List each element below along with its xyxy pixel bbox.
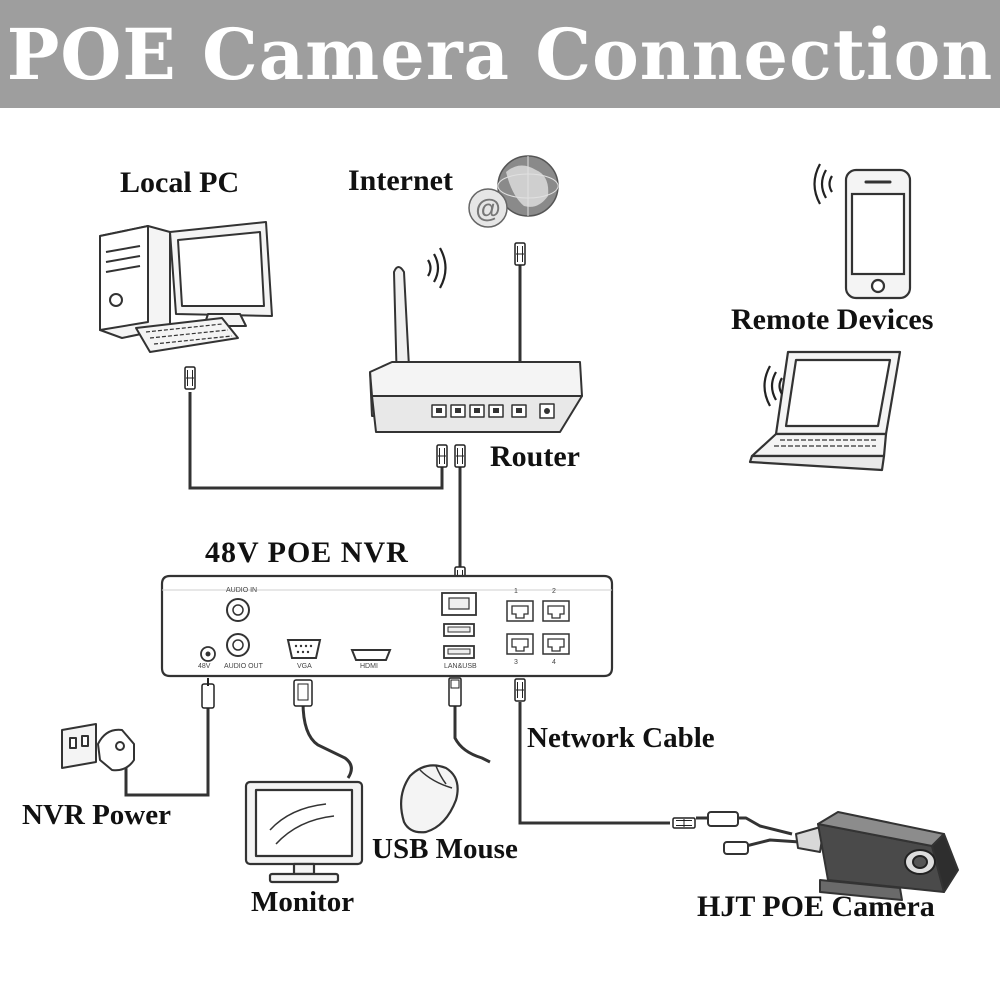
router-label: Router <box>490 440 580 473</box>
globe-icon: @ <box>468 155 559 228</box>
power-port <box>200 646 216 662</box>
hdmi-label: HDMI <box>360 663 378 670</box>
bullet-camera-icon <box>696 811 959 901</box>
router-icon <box>369 266 583 433</box>
audio-out-label: AUDIO OUT <box>224 663 263 670</box>
internet-label: Internet <box>348 164 453 197</box>
poe-port-2 <box>542 600 570 622</box>
cable-pc-router <box>188 392 444 490</box>
title-banner: POE Camera Connection <box>0 0 1000 108</box>
hdmi-port <box>350 649 392 661</box>
usb-port <box>443 623 475 659</box>
svg-text:@: @ <box>475 193 500 223</box>
laptop-icon <box>748 350 902 472</box>
lan-usb-label: LAN&USB <box>444 663 477 670</box>
cable-network-camera <box>518 702 670 825</box>
camera-label: HJT POE Camera <box>697 890 935 923</box>
network-cable-label: Network Cable <box>527 722 715 754</box>
audio-out-port <box>226 633 250 657</box>
monitor-label: Monitor <box>251 886 355 918</box>
usb-plug-icon <box>448 677 462 707</box>
cables <box>124 260 670 825</box>
vga-label: VGA <box>297 663 312 670</box>
poe-port-3 <box>506 633 534 655</box>
local-pc-label: Local PC <box>120 166 240 199</box>
nvr-label: 48V POE NVR <box>205 536 409 569</box>
nvr-power-label: NVR Power <box>22 799 171 831</box>
power-port-label: 48V <box>198 663 211 670</box>
poe-port-2-label: 2 <box>552 588 556 595</box>
power-adapter-icon <box>61 723 135 772</box>
usb-mouse-label: USB Mouse <box>372 833 518 865</box>
cable-vga-monitor <box>301 701 353 779</box>
page-title: POE Camera Connection <box>6 12 994 96</box>
monitor-icon <box>244 780 364 884</box>
poe-port-3-label: 3 <box>514 659 518 666</box>
cable-power <box>124 700 210 797</box>
cable-usb-mouse <box>453 705 491 764</box>
audio-in-label: AUDIO IN <box>226 587 258 594</box>
vga-plug-icon <box>293 679 313 707</box>
nvr-icon <box>160 574 614 678</box>
poe-port-4 <box>542 633 570 655</box>
desktop-pc-icon <box>99 221 273 353</box>
mouse-icon <box>399 764 459 834</box>
lan-port <box>441 592 477 616</box>
remote-devices-label: Remote Devices <box>731 303 934 336</box>
audio-in-port <box>226 598 250 622</box>
smartphone-icon <box>844 168 912 300</box>
vga-port <box>286 639 322 659</box>
poe-port-1 <box>506 600 534 622</box>
poe-port-4-label: 4 <box>552 659 556 666</box>
dc-plug-icon <box>201 678 215 709</box>
poe-port-1-label: 1 <box>514 588 518 595</box>
